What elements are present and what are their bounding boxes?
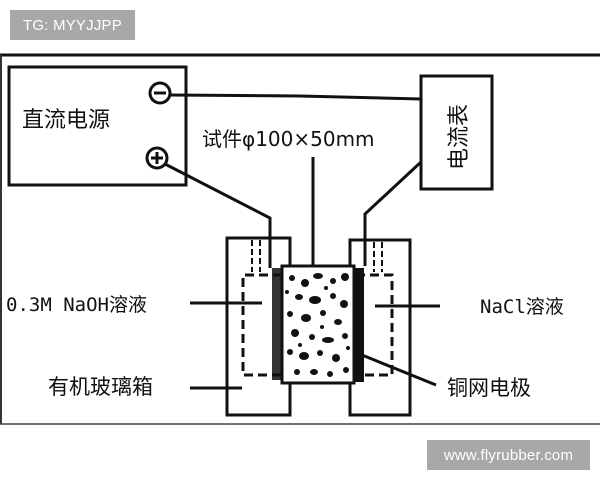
- watermark-bottom-text: www.flyrubber.com: [443, 446, 574, 464]
- positive-terminal-icon: [145, 146, 169, 170]
- nacl-solution-label: NaCl溶液: [480, 296, 564, 318]
- negative-wire: [169, 93, 422, 101]
- positive-wire: [164, 162, 272, 268]
- copper-mesh-leader-line: [361, 353, 437, 387]
- power-supply-label: 直流电源: [22, 108, 110, 133]
- watermark-top: TG: MYYJJPP: [10, 10, 135, 40]
- copper-mesh-electrode-label: 铜网电极: [447, 376, 531, 400]
- left-solution-chamber: [241, 273, 282, 377]
- dc-power-supply: 直流电源: [7, 65, 188, 187]
- test-setup-diagram: 直流电源 电流表: [0, 53, 600, 425]
- concrete-aggregate: [285, 273, 350, 377]
- watermark-bottom: www.flyrubber.com: [427, 440, 590, 470]
- right-solution-chamber: [356, 273, 394, 377]
- negative-terminal-icon: [148, 81, 172, 105]
- watermark-top-text: TG: MYYJJPP: [23, 16, 122, 34]
- specimen-label: 试件φ100×50mm: [202, 127, 375, 151]
- diagram-frame: 直流电源 电流表: [0, 53, 600, 425]
- left-cell: [225, 236, 292, 417]
- power-supply-box: [7, 65, 188, 187]
- wires: [164, 93, 423, 268]
- specimen-body: [280, 264, 356, 385]
- plexiglass-box-label: 有机玻璃箱: [48, 375, 153, 399]
- ammeter-label: 电流表: [447, 104, 472, 170]
- ammeter: 电流表: [419, 74, 494, 191]
- naoh-solution-label: 0.3M NaOH溶液: [6, 294, 147, 316]
- ammeter-box: [419, 74, 494, 191]
- specimen-concrete: [280, 264, 356, 385]
- left-copper-mesh: [272, 268, 282, 380]
- label-leaders: [190, 301, 440, 390]
- ammeter-wire: [363, 160, 423, 266]
- right-cell: [348, 238, 412, 417]
